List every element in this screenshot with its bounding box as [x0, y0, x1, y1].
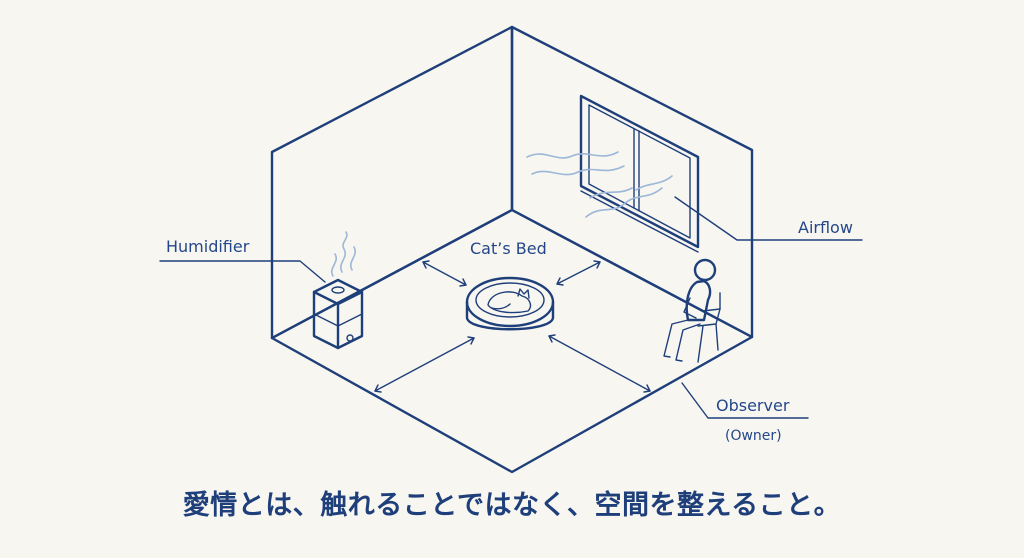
airflow-leader: [674, 196, 863, 241]
airflow-label: Airflow: [798, 218, 853, 237]
observer-person: [663, 258, 721, 363]
window: [579, 94, 700, 253]
caption: 愛情とは、触れることではなく、空間を整えること。: [182, 490, 842, 521]
room-walls: [270, 25, 754, 474]
cats-bed: [465, 276, 555, 331]
airflow-lines: [526, 151, 673, 218]
observer-leader: [681, 382, 809, 419]
cat-icon: [487, 288, 532, 314]
observer-sublabel: (Owner): [725, 428, 782, 444]
cats-bed-label: Cat’s Bed: [470, 239, 547, 258]
distance-arrows: [374, 260, 651, 393]
humidifier: [312, 231, 364, 350]
humidifier-leader: [159, 260, 326, 283]
room-floor: [270, 208, 754, 474]
observer-label: Observer: [716, 396, 790, 415]
humidifier-label: Humidifier: [166, 237, 250, 256]
